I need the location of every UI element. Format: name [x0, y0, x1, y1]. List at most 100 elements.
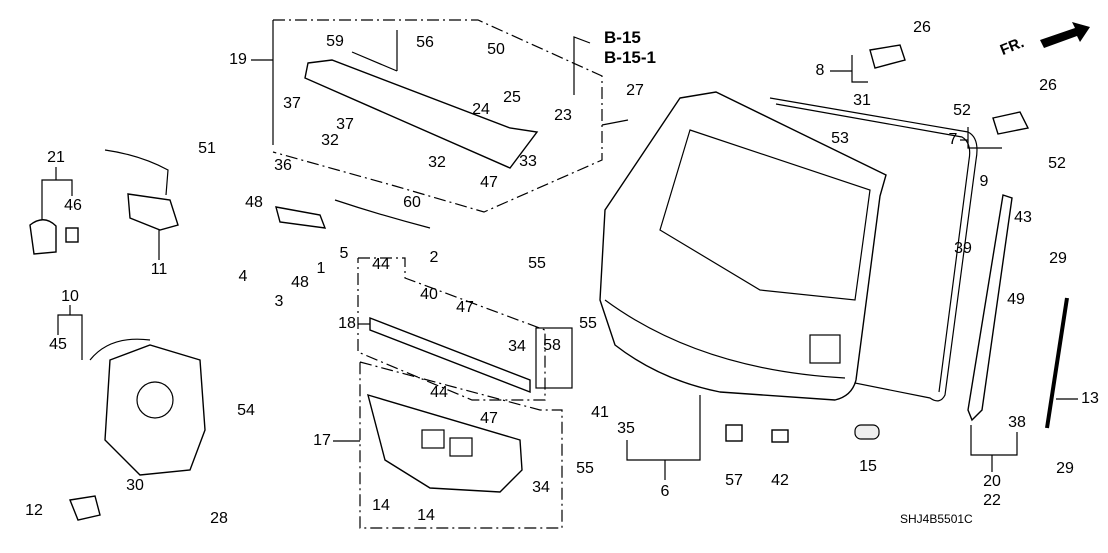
- callout-60[interactable]: 60: [403, 194, 421, 211]
- callout-13[interactable]: 13: [1081, 390, 1099, 407]
- callout-28[interactable]: 28: [210, 510, 228, 527]
- ref-b15-1[interactable]: B-15-1: [604, 48, 656, 67]
- part-58-box: [535, 327, 573, 389]
- callout-8[interactable]: 8: [815, 62, 825, 79]
- callout-21[interactable]: 21: [47, 149, 65, 166]
- striker-12[interactable]: [69, 495, 101, 521]
- callout-32a[interactable]: 32: [321, 132, 339, 149]
- callout-26a[interactable]: 26: [913, 19, 931, 36]
- weatherstrip-inner: [775, 103, 971, 393]
- callout-44a[interactable]: 44: [372, 256, 390, 273]
- callout-55a[interactable]: 55: [528, 255, 546, 272]
- callout-42[interactable]: 42: [771, 472, 789, 489]
- clip-46[interactable]: [65, 227, 79, 243]
- callout-48a[interactable]: 48: [245, 194, 263, 211]
- pad-57[interactable]: [725, 424, 743, 442]
- callout-52b[interactable]: 52: [1048, 155, 1066, 172]
- callout-29b[interactable]: 29: [1056, 460, 1074, 477]
- callout-52a[interactable]: 52: [953, 102, 971, 119]
- callout-34a[interactable]: 34: [508, 338, 526, 355]
- callout-12[interactable]: 12: [25, 502, 43, 519]
- callout-27[interactable]: 27: [626, 82, 644, 99]
- license-garnish[interactable]: [367, 393, 523, 493]
- callout-29a[interactable]: 29: [1049, 250, 1067, 267]
- cylinder-cap[interactable]: [29, 219, 57, 255]
- callout-50[interactable]: 50: [487, 41, 505, 58]
- callout-18[interactable]: 18: [338, 315, 356, 332]
- callout-3[interactable]: 3: [274, 293, 284, 310]
- callout-32b[interactable]: 32: [428, 154, 446, 171]
- opener-switch[interactable]: [127, 193, 179, 231]
- weatherstrip[interactable]: [769, 97, 978, 402]
- callout-43[interactable]: 43: [1014, 209, 1032, 226]
- callout-59[interactable]: 59: [326, 33, 344, 50]
- callout-51[interactable]: 51: [198, 140, 216, 157]
- gas-strut[interactable]: [1045, 297, 1069, 429]
- callout-14a[interactable]: 14: [372, 497, 390, 514]
- license-lamp[interactable]: [275, 206, 327, 229]
- callout-17[interactable]: 17: [313, 432, 331, 449]
- stopper-15[interactable]: [854, 424, 880, 440]
- callout-34b[interactable]: 34: [532, 479, 550, 496]
- callout-23[interactable]: 23: [554, 107, 572, 124]
- callout-55c[interactable]: 55: [576, 460, 594, 477]
- callout-47c[interactable]: 47: [480, 410, 498, 427]
- clip-42[interactable]: [771, 429, 789, 443]
- callout-31[interactable]: 31: [853, 92, 871, 109]
- callout-37a[interactable]: 37: [283, 95, 301, 112]
- callout-25[interactable]: 25: [503, 89, 521, 106]
- callout-46[interactable]: 46: [64, 197, 82, 214]
- pillar-trim[interactable]: [967, 194, 1013, 422]
- callout-57[interactable]: 57: [725, 472, 743, 489]
- callout-15[interactable]: 15: [859, 458, 877, 475]
- callout-2[interactable]: 2: [429, 249, 439, 266]
- rear-window-opening: [659, 129, 871, 301]
- tailgate-latch[interactable]: [104, 344, 206, 476]
- callout-1[interactable]: 1: [316, 260, 326, 277]
- callout-36[interactable]: 36: [274, 157, 292, 174]
- garnish-18-outline: [357, 257, 546, 401]
- callout-53[interactable]: 53: [831, 130, 849, 147]
- callout-58[interactable]: 58: [543, 337, 561, 354]
- callout-7[interactable]: 7: [948, 131, 958, 148]
- callout-35[interactable]: 35: [617, 420, 635, 437]
- callout-38[interactable]: 38: [1008, 414, 1026, 431]
- callout-54[interactable]: 54: [237, 402, 255, 419]
- spoiler[interactable]: [304, 59, 539, 169]
- tailgate-panel[interactable]: [599, 91, 887, 401]
- spoiler-line: [351, 51, 398, 72]
- ref-arrow: [573, 36, 591, 95]
- callout-19[interactable]: 19: [229, 51, 247, 68]
- callout-37b[interactable]: 37: [336, 116, 354, 133]
- callout-9[interactable]: 9: [979, 173, 989, 190]
- callout-14b[interactable]: 14: [417, 507, 435, 524]
- callout-4[interactable]: 4: [238, 268, 248, 285]
- callout-26b[interactable]: 26: [1039, 77, 1057, 94]
- callout-30[interactable]: 30: [126, 477, 144, 494]
- callout-56[interactable]: 56: [416, 34, 434, 51]
- ref-b15[interactable]: B-15: [604, 28, 641, 47]
- callout-33[interactable]: 33: [519, 153, 537, 170]
- callout-6[interactable]: 6: [660, 483, 670, 500]
- callout-39[interactable]: 39: [954, 240, 972, 257]
- tailgate-crease: [604, 299, 846, 379]
- callout-55b[interactable]: 55: [579, 315, 597, 332]
- callout-48b[interactable]: 48: [291, 274, 309, 291]
- bracket-21: [41, 179, 73, 222]
- callout-20[interactable]: 20: [983, 473, 1001, 490]
- callout-5[interactable]: 5: [339, 245, 349, 262]
- callout-10[interactable]: 10: [61, 288, 79, 305]
- callout-22[interactable]: 22: [983, 492, 1001, 509]
- callout-49[interactable]: 49: [1007, 291, 1025, 308]
- hinge-8[interactable]: [869, 44, 906, 69]
- callout-11[interactable]: 11: [150, 261, 168, 278]
- hinge-7[interactable]: [992, 111, 1030, 135]
- callout-47b[interactable]: 47: [456, 299, 474, 316]
- callout-47a[interactable]: 47: [480, 174, 498, 191]
- callout-40[interactable]: 40: [420, 286, 438, 303]
- garnish-strip[interactable]: [369, 316, 531, 394]
- callout-41[interactable]: 41: [591, 404, 609, 421]
- callout-44b[interactable]: 44: [430, 384, 448, 401]
- callout-24[interactable]: 24: [472, 101, 490, 118]
- callout-45[interactable]: 45: [49, 336, 67, 353]
